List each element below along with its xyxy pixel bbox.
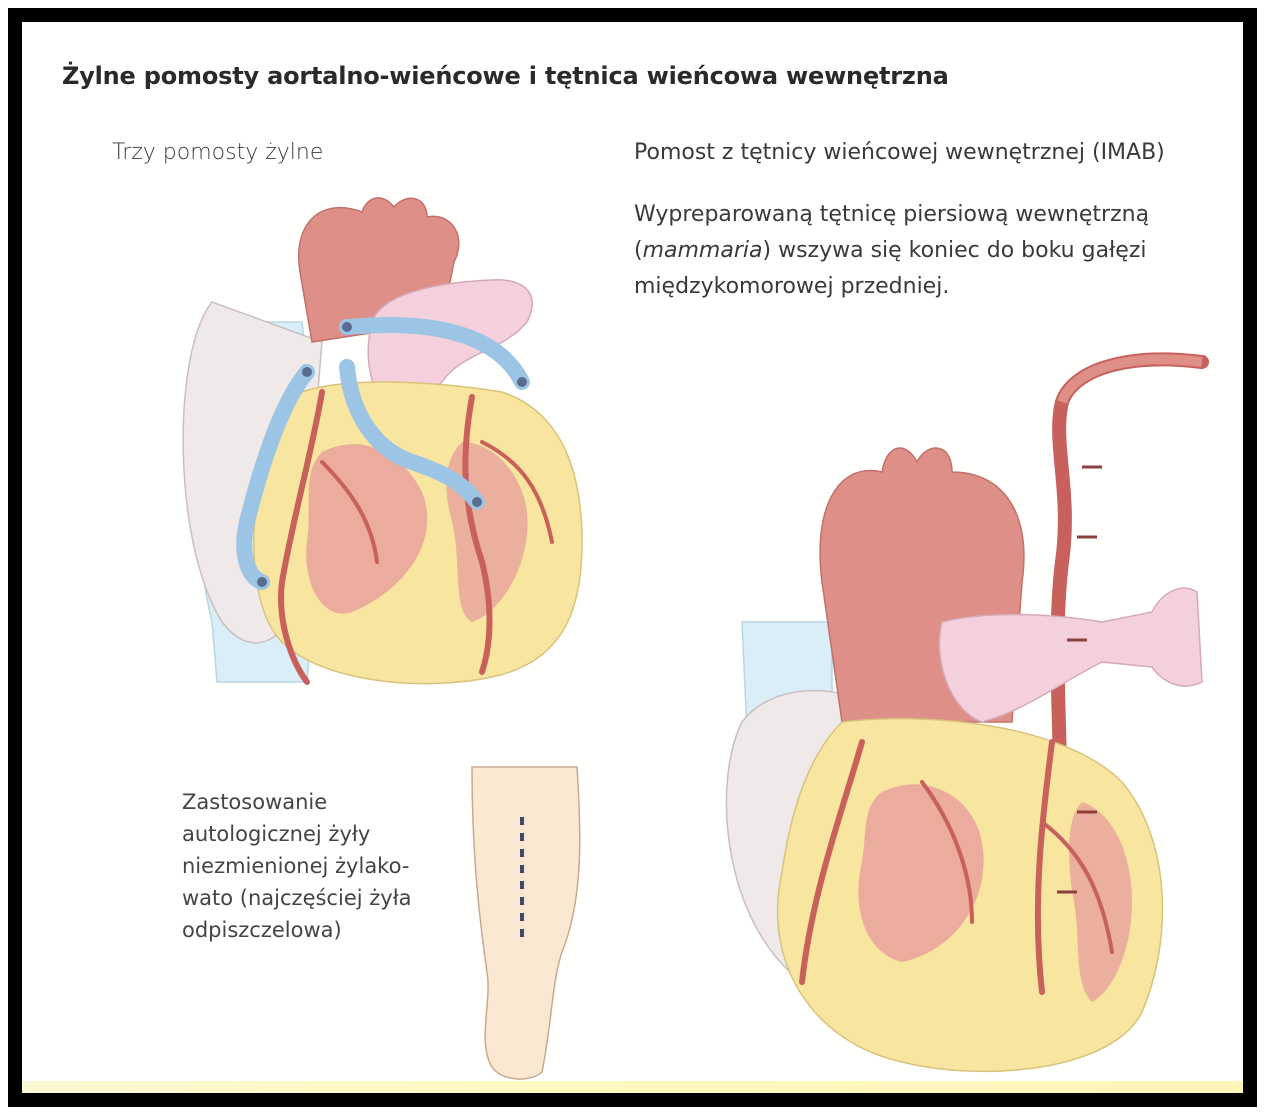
description-italic-term: mammaria: [643, 238, 763, 263]
leg-caption: Zastosowanie autologicznej żyły niezmien…: [182, 786, 452, 946]
right-panel-description: Wypreparowaną tętnicę piersiową wewnętrz…: [634, 197, 1244, 305]
bottom-strip: [22, 1081, 1243, 1093]
figure-frame: Żylne pomosty aortalno-wieńcowe i tętnic…: [8, 8, 1257, 1107]
heart-illustration-right: [726, 359, 1202, 1071]
figure-title: Żylne pomosty aortalno-wieńcowe i tętnic…: [62, 62, 949, 90]
left-panel-heading: Trzy pomosty żylne: [112, 140, 323, 165]
heart-illustration-left: [183, 198, 582, 684]
right-panel-heading: Pomost z tętnicy wieńcowej wewnętrznej (…: [634, 140, 1165, 165]
leg-illustration: [472, 767, 580, 1079]
